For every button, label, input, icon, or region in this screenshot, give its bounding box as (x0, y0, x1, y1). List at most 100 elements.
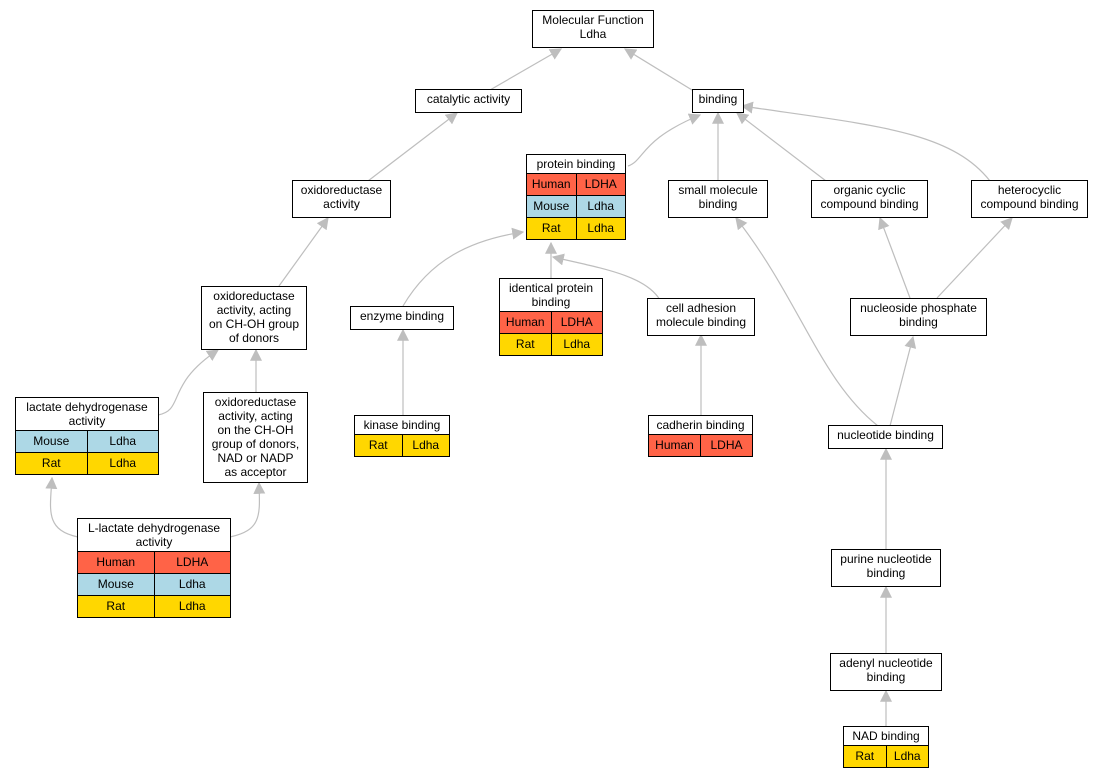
edge-lactate-to-oxido-choh (157, 349, 220, 416)
node-title: lactate dehydrogenase activity (26, 400, 148, 428)
go-node-nucleotide-binding[interactable]: nucleotide binding (828, 425, 943, 449)
species-cell: Human (505, 315, 545, 329)
node-title: cadherin binding (656, 418, 745, 432)
annotation-row-rat: Rat Ldha (500, 333, 602, 355)
go-node-adenyl-nucleotide-binding[interactable]: adenyl nucleotide binding (830, 653, 942, 691)
go-node-enzyme-binding[interactable]: enzyme binding (350, 306, 454, 330)
node-title: organic cyclic compound binding (820, 183, 919, 211)
node-title: Molecular Function Ldha (542, 13, 644, 41)
annotation-row-mouse: Mouse Ldha (527, 195, 625, 217)
gene-cell: Ldha (153, 574, 231, 595)
node-title: nucleotide binding (837, 428, 934, 442)
node-title: enzyme binding (359, 309, 445, 323)
node-title: nucleoside phosphate binding (860, 301, 977, 329)
go-node-heterocyclic-compound-binding[interactable]: heterocyclic compound binding (971, 180, 1088, 218)
edge-nucleoside-phosphate-to-organic (878, 216, 911, 299)
node-title: cell adhesion molecule binding (655, 301, 747, 329)
node-title: L-lactate dehydrogenase activity (87, 521, 221, 549)
species-cell: Human (531, 177, 571, 191)
node-title: oxidoreductase activity (300, 183, 383, 211)
species-cell: Human (655, 438, 694, 452)
species-cell: Mouse (97, 577, 134, 591)
go-node-oxidoreductase-nad-nadp-acceptor[interactable]: oxidoreductase activity, acting on the C… (203, 392, 308, 483)
edge-nucleotide-to-nucleoside-phosphate (889, 335, 917, 427)
node-title: protein binding (536, 157, 616, 171)
gene-cell: LDHA (550, 312, 603, 333)
go-node-nad-binding[interactable]: NAD binding Rat Ldha (843, 726, 929, 768)
species-cell: Rat (515, 337, 535, 351)
annotation-row-human: Human LDHA (500, 311, 602, 333)
gene-cell: Ldha (885, 746, 929, 767)
annotation-row-mouse: Mouse Ldha (16, 430, 158, 452)
gene-cell: Ldha (401, 435, 450, 456)
node-title: oxidoreductase activity, acting on CH-OH… (208, 289, 300, 345)
node-title: binding (698, 92, 738, 106)
node-title: identical protein binding (508, 281, 594, 309)
go-node-small-molecule-binding[interactable]: small molecule binding (668, 180, 768, 218)
edge-oxidoreductase-to-catalytic (367, 112, 458, 182)
go-node-catalytic-activity[interactable]: catalytic activity (415, 89, 522, 113)
species-cell: Rat (855, 749, 875, 763)
edge-l-lactate-to-oxido-nad (229, 481, 266, 538)
edge-nucleotide-to-small-molecule (735, 217, 879, 427)
go-node-l-lactate-dehydrogenase-activity[interactable]: L-lactate dehydrogenase activity Human LD… (77, 518, 231, 618)
gene-cell: Ldha (86, 453, 159, 474)
node-title: oxidoreductase activity, acting on the C… (211, 395, 300, 479)
species-cell: Human (96, 555, 136, 569)
annotation-row-human: Human LDHA (649, 434, 752, 456)
species-cell: Rat (368, 438, 388, 452)
gene-cell: Ldha (550, 334, 603, 355)
gene-cell: LDHA (575, 174, 626, 195)
gene-cell: LDHA (700, 435, 752, 456)
annotation-row-mouse: Mouse Ldha (78, 573, 230, 595)
edge-heterocyclic-to-binding (740, 101, 991, 182)
species-cell: Rat (41, 456, 61, 470)
edge-protein-binding-to-binding (627, 113, 702, 167)
node-title: heterocyclic compound binding (980, 183, 1079, 211)
gene-cell: Ldha (575, 218, 626, 239)
gene-cell: Ldha (153, 596, 231, 617)
node-title: kinase binding (363, 418, 441, 432)
edge-binding-to-root (623, 48, 693, 91)
gene-cell: LDHA (153, 552, 231, 573)
annotation-row-rat: Rat Ldha (844, 745, 928, 767)
node-title: purine nucleotide binding (840, 552, 932, 580)
node-title: adenyl nucleotide binding (839, 656, 933, 684)
go-node-oxidoreductase-acting-on-choh[interactable]: oxidoreductase activity, acting on CH-OH… (201, 286, 307, 350)
go-node-organic-cyclic-compound-binding[interactable]: organic cyclic compound binding (811, 180, 928, 218)
node-title: NAD binding (852, 729, 920, 743)
go-node-purine-nucleotide-binding[interactable]: purine nucleotide binding (831, 549, 941, 587)
annotation-row-rat: Rat Ldha (527, 217, 625, 239)
edge-cell-adhesion-to-protein (551, 253, 661, 301)
node-title: catalytic activity (426, 92, 511, 106)
species-cell: Rat (541, 221, 561, 235)
go-node-cell-adhesion-molecule-binding[interactable]: cell adhesion molecule binding (647, 298, 755, 336)
go-node-nucleoside-phosphate-binding[interactable]: nucleoside phosphate binding (850, 298, 987, 336)
annotation-row-rat: Rat Ldha (16, 452, 158, 474)
annotation-row-human: Human LDHA (527, 173, 625, 195)
go-node-identical-protein-binding[interactable]: identical protein binding Human LDHA Rat L… (499, 278, 603, 356)
edge-enzyme-to-protein (402, 227, 525, 307)
go-node-binding[interactable]: binding (692, 89, 744, 113)
edge-l-lactate-to-lactate (45, 476, 79, 538)
edge-nucleoside-phosphate-to-heterocyclic (936, 217, 1013, 299)
species-cell: Mouse (33, 434, 70, 448)
go-node-oxidoreductase-activity[interactable]: oxidoreductase activity (292, 180, 391, 218)
gene-cell: Ldha (86, 431, 159, 452)
species-cell: Rat (106, 599, 126, 613)
annotation-row-rat: Rat Ldha (78, 595, 230, 617)
annotation-row-human: Human LDHA (78, 551, 230, 573)
gene-cell: Ldha (575, 196, 626, 217)
go-node-cadherin-binding[interactable]: cadherin binding Human LDHA (648, 415, 753, 457)
edge-organic-cyclic-to-binding (736, 112, 827, 182)
edge-catalytic-to-root (489, 48, 563, 91)
node-title: small molecule binding (678, 183, 758, 211)
go-node-kinase-binding[interactable]: kinase binding Rat Ldha (354, 415, 450, 457)
edge-oxido-choh-to-oxidoreductase (278, 217, 329, 287)
annotation-row-rat: Rat Ldha (355, 434, 449, 456)
go-node-molecular-function-root[interactable]: Molecular Function Ldha (532, 10, 654, 48)
species-cell: Mouse (533, 199, 570, 213)
